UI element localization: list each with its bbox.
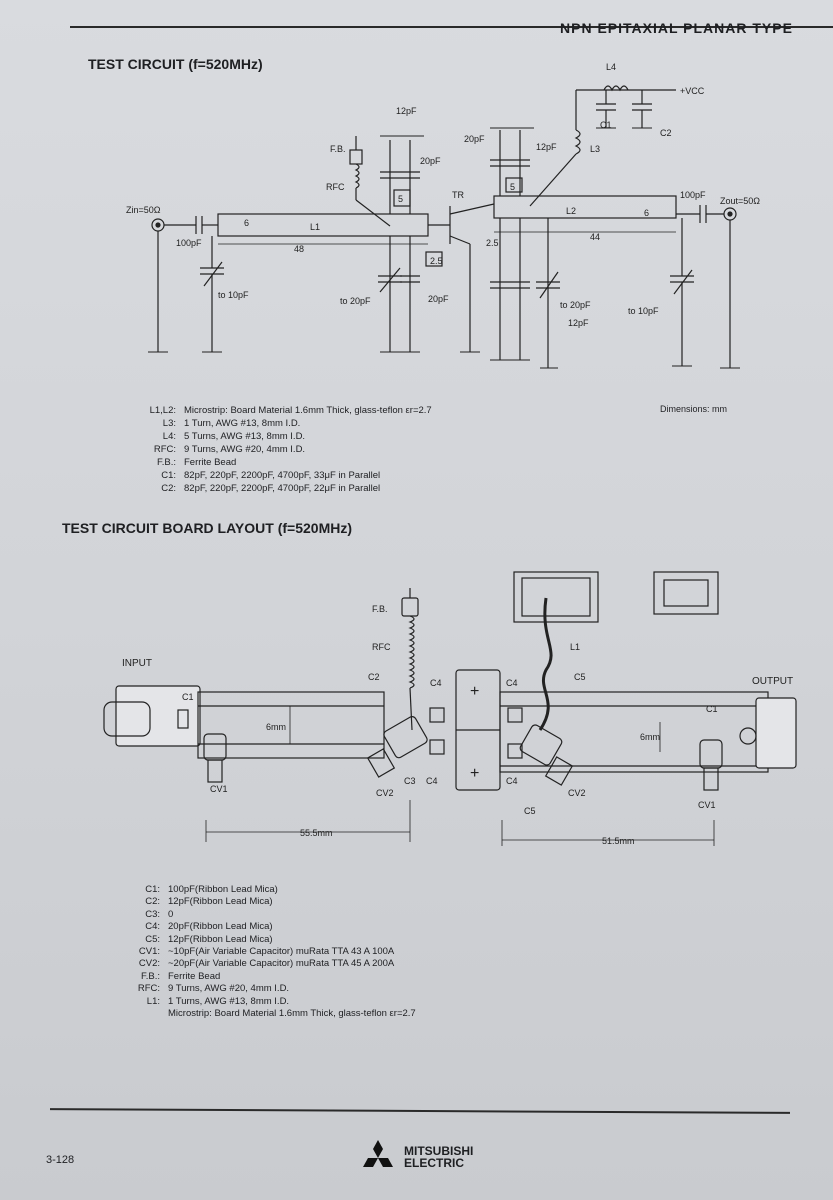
board-cv2-right-label: CV2 <box>568 788 586 798</box>
board-l1-label: L1 <box>570 642 580 652</box>
to10-left-label: to 10pF <box>218 290 249 300</box>
note-row: Microstrip: Board Material 1.6mm Thick, … <box>168 1008 416 1020</box>
dim-6b: 6 <box>644 208 649 218</box>
board-c3-label: C3 <box>404 776 416 786</box>
board-w6-right-label: 6mm <box>640 732 660 742</box>
board-c4-d-label: C4 <box>506 776 518 786</box>
l4-label: L4 <box>606 62 616 72</box>
c12-b-label: 12pF <box>536 142 557 152</box>
c12-c-label: 12pF <box>568 318 589 328</box>
note-row: RFC:9 Turns, AWG #20, 4mm I.D. <box>137 983 290 995</box>
c1-label: C1 <box>600 120 612 130</box>
to20-right-label: to 20pF <box>560 300 591 310</box>
board-c4-c-label: C4 <box>506 678 518 688</box>
note-row: L1:1 Turns, AWG #13, 8mm I.D. <box>146 995 290 1007</box>
board-c4-a-label: C4 <box>430 678 442 688</box>
board-c1-out-label: C1 <box>706 704 718 714</box>
board-len-left-label: 55.5mm <box>300 828 333 838</box>
brand-line1: MITSUBISHI <box>404 1144 474 1158</box>
note-row: L3:1 Turn, AWG #13, 8mm I.D. <box>162 418 301 429</box>
board-c2-label: C2 <box>368 672 380 682</box>
brand-line2: ELECTRIC <box>404 1156 464 1170</box>
to20-left-label: to 20pF <box>340 296 371 306</box>
board-layout-drawing: INPUT OUTPUT F.B. RFC L1 C1 C1 C2 C3 C4 … <box>103 571 797 846</box>
note-row: C2:12pF(Ribbon Lead Mica) <box>145 896 273 908</box>
l3-label: L3 <box>590 144 600 154</box>
input-label: INPUT <box>122 658 152 669</box>
note-row: RFC:9 Turns, AWG #20, 4mm I.D. <box>153 444 306 455</box>
note-row: C2:82pF, 220pF, 2200pF, 4700pF, 22μF in … <box>161 483 381 494</box>
board-len-right-label: 51.5mm <box>602 836 635 846</box>
board-plus-bot: + <box>470 765 479 782</box>
l1-label: L1 <box>310 222 320 232</box>
dim-48: 48 <box>294 244 304 254</box>
board-layout-title: TEST CIRCUIT BOARD LAYOUT (f=520MHz) <box>62 520 353 536</box>
note-row: C3:0 <box>145 908 174 920</box>
board-plus-top: + <box>470 683 479 700</box>
dim-6a: 6 <box>244 218 249 228</box>
to10-right-label: to 10pF <box>628 306 659 316</box>
fb-label: F.B. <box>330 144 346 154</box>
mitsubishi-logo: MITSUBISHI ELECTRIC <box>360 1140 473 1174</box>
c20-a-label: 20pF <box>420 156 441 166</box>
note-row: CV2:~20pF(Air Variable Capacitor) muRata… <box>138 958 395 970</box>
vcc-label: +VCC <box>680 86 705 96</box>
board-c1-in-label: C1 <box>182 692 194 702</box>
three-diamonds-icon <box>363 1140 393 1167</box>
test-circuit-notes: L1,L2:Microstrip: Board Material 1.6mm T… <box>140 404 432 495</box>
board-c4-b-label: C4 <box>426 776 438 786</box>
board-w6-left-label: 6mm <box>266 722 286 732</box>
board-c5-top-label: C5 <box>574 672 586 682</box>
note-row: C5:12pF(Ribbon Lead Mica) <box>145 933 273 945</box>
c100-in-label: 100pF <box>176 238 202 248</box>
c20-c-label: 20pF <box>428 294 449 304</box>
dim-5a: 5 <box>398 194 403 204</box>
footer-rule <box>49 1108 791 1114</box>
output-label: OUTPUT <box>752 676 793 687</box>
header-title: NPN EPITAXIAL PLANAR TYPE <box>560 20 793 36</box>
zout-label: Zout=50Ω <box>720 196 760 206</box>
note-row: L1,L2:Microstrip: Board Material 1.6mm T… <box>149 405 432 416</box>
test-circuit-title: TEST CIRCUIT (f=520MHz) <box>88 56 263 72</box>
dim-44: 44 <box>590 232 600 242</box>
c12-a-label: 12pF <box>396 106 417 116</box>
board-cv1-right-label: CV1 <box>698 800 716 810</box>
header-rule <box>70 26 833 28</box>
note-row: C4:20pF(Ribbon Lead Mica) <box>145 921 273 933</box>
c2-label: C2 <box>660 128 672 138</box>
note-row: C1:100pF(Ribbon Lead Mica) <box>145 884 278 895</box>
c100-out-label: 100pF <box>680 190 706 200</box>
page-number: 3-128 <box>46 1154 75 1166</box>
dim-5b: 5 <box>510 182 515 192</box>
zin-label: Zin=50Ω <box>126 205 161 215</box>
test-circuit-schematic: Zin=50Ω 100pF to 10pF to 20pF 20pF 12pF … <box>126 62 760 369</box>
note-row: L4:5 Turns, AWG #13, 8mm I.D. <box>162 431 306 442</box>
board-cv1-left-label: CV1 <box>210 784 228 794</box>
c20-b-label: 20pF <box>464 134 485 144</box>
note-row: CV1:~10pF(Air Variable Capacitor) muRata… <box>138 946 395 958</box>
board-fb-label: F.B. <box>372 604 388 614</box>
dim-25b: 2.5 <box>486 238 499 248</box>
note-row: C1:82pF, 220pF, 2200pF, 4700pF, 33μF in … <box>161 470 381 481</box>
dim-25a: 2.5 <box>430 256 443 266</box>
l2-label: L2 <box>566 206 576 216</box>
dimensions-note: Dimensions: mm <box>660 404 728 414</box>
board-c5-bot-label: C5 <box>524 806 536 816</box>
board-layout-notes: C1:100pF(Ribbon Lead Mica) C2:12pF(Ribbo… <box>124 884 416 1020</box>
note-row: F.B.:Ferrite Bead <box>156 457 237 468</box>
board-rfc-label: RFC <box>372 642 391 652</box>
board-cv2-left-label: CV2 <box>376 788 394 798</box>
tr-label: TR <box>452 190 464 200</box>
rfc-label: RFC <box>326 182 345 192</box>
note-row: F.B.:Ferrite Bead <box>140 970 221 982</box>
